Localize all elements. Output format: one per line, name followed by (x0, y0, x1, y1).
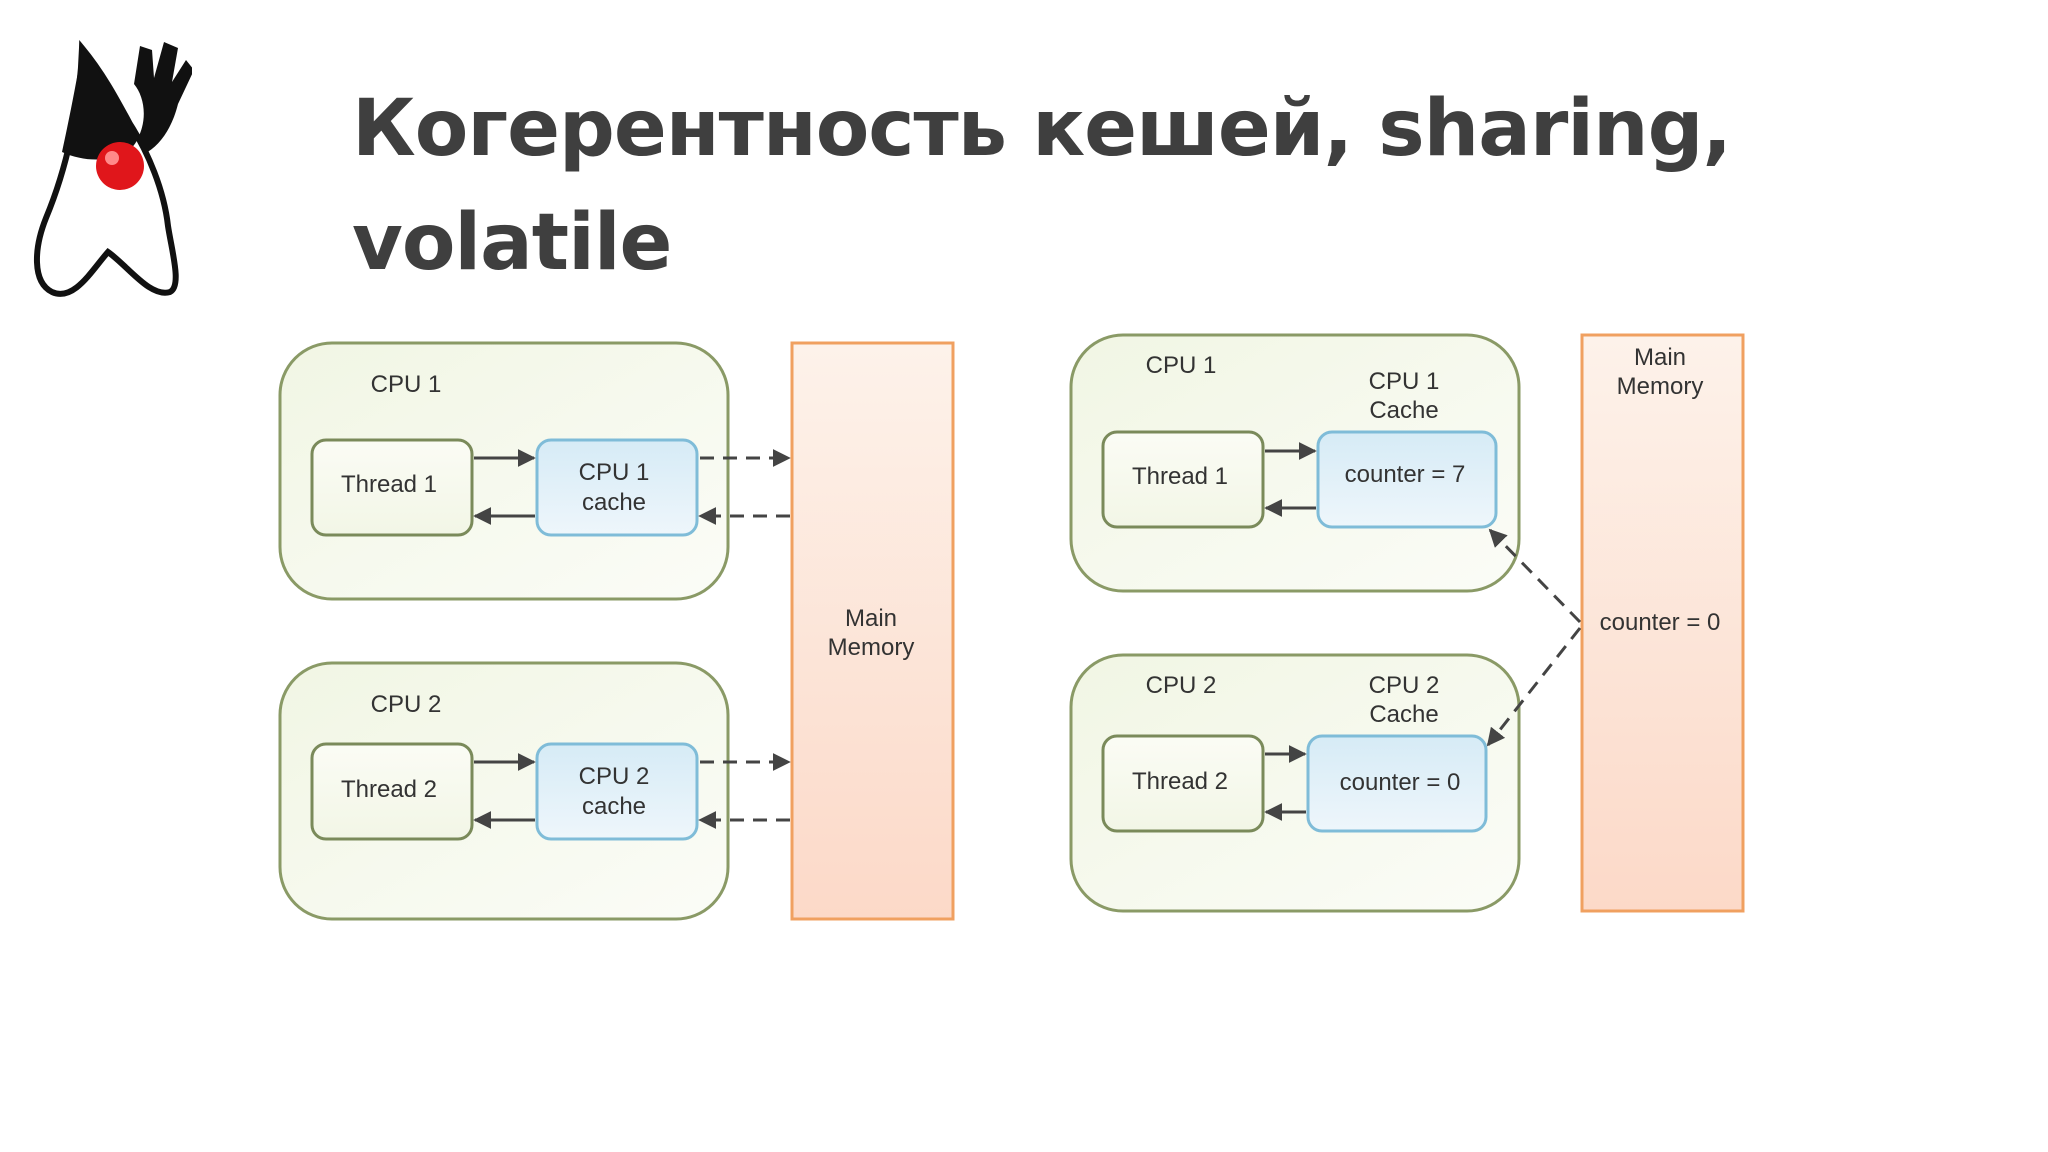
left-diagram: CPU 1 Thread 1 CPU 1 cache CPU 2 Thread … (278, 341, 955, 921)
right-memory-line1: Main (1634, 344, 1686, 371)
left-cpu2-box (278, 661, 730, 921)
right-cache2-value: counter = 0 (1340, 769, 1461, 796)
left-main-memory-box (790, 341, 955, 921)
left-cpu1-label: CPU 1 (371, 371, 442, 398)
right-memory-value: counter = 0 (1600, 609, 1721, 636)
left-cache2-line1: CPU 2 (579, 763, 650, 790)
right-thread1-box (1101, 430, 1265, 529)
left-cache1-box (535, 438, 699, 537)
left-thread2-box (310, 742, 474, 841)
right-thread1-label: Thread 1 (1132, 463, 1228, 490)
right-cache2-title-line1: CPU 2 (1369, 672, 1440, 699)
right-cache2-title-line2: Cache (1369, 701, 1438, 728)
left-thread1-box (310, 438, 474, 537)
left-cache2-line2: cache (582, 793, 646, 820)
right-cache1-value: counter = 7 (1345, 461, 1466, 488)
left-cache2-box (535, 742, 699, 841)
left-thread2-label: Thread 2 (341, 776, 437, 803)
right-cache1-box (1316, 430, 1498, 529)
left-memory-line1: Main (845, 605, 897, 632)
left-cache1-line1: CPU 1 (579, 459, 650, 486)
right-cache2-box (1306, 734, 1488, 833)
left-cpu2-label: CPU 2 (371, 691, 442, 718)
title-line-1: Когерентность кешей, sharing, (352, 84, 1732, 174)
right-cpu1-label: CPU 1 (1146, 352, 1217, 379)
slide-title: Когерентность кешей, sharing, volatile (352, 72, 1752, 300)
left-cache1-line2: cache (582, 489, 646, 516)
right-cache1-title-line1: CPU 1 (1369, 368, 1440, 395)
right-mem-to-cache2-arrow (1486, 627, 1582, 747)
right-cpu2-box (1069, 653, 1521, 913)
duke-mascot-icon (34, 40, 192, 297)
right-diagram: CPU 1 CPU 1 Cache Thread 1 counter = 7 C… (1069, 333, 1745, 913)
right-thread2-box (1101, 734, 1265, 833)
right-cache1-title-line2: Cache (1369, 397, 1438, 424)
right-memory-line2: Memory (1617, 373, 1704, 400)
right-cpu2-label: CPU 2 (1146, 672, 1217, 699)
left-memory-line2: Memory (828, 634, 915, 661)
right-thread2-label: Thread 2 (1132, 768, 1228, 795)
left-thread1-label: Thread 1 (341, 471, 437, 498)
title-line-2: volatile (352, 198, 672, 288)
right-main-memory-box (1580, 333, 1745, 913)
